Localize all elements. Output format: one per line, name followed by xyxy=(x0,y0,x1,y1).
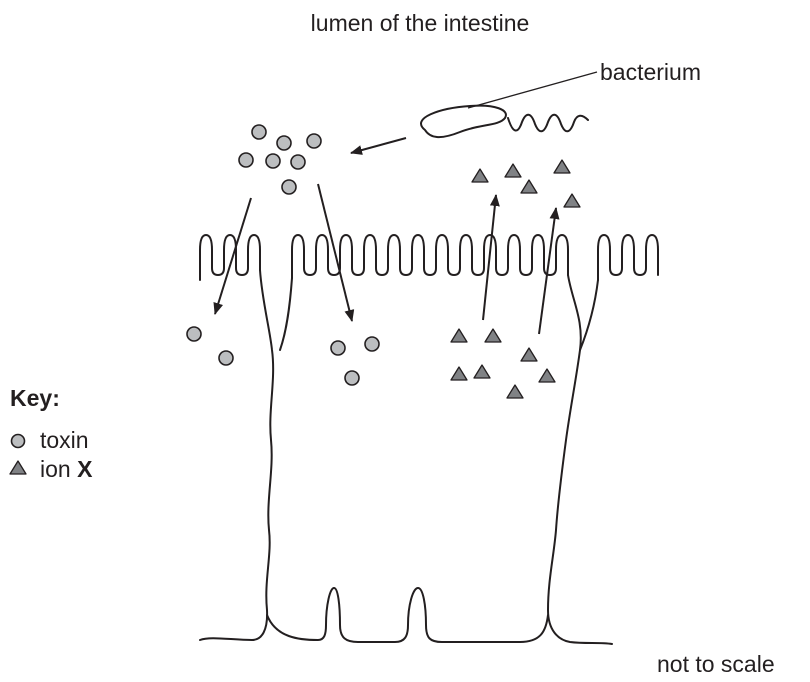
arrow-toxin-into-middle-cell xyxy=(318,184,352,321)
ion xyxy=(474,365,490,378)
microvilli-right xyxy=(598,235,658,280)
bacterium-pointer-line xyxy=(468,72,597,108)
toxin xyxy=(331,341,345,355)
ion xyxy=(539,369,555,382)
microvilli-middle xyxy=(292,235,568,278)
ion xyxy=(554,160,570,173)
arrow-bacterium-to-toxins xyxy=(351,138,406,153)
ion xyxy=(521,180,537,193)
key-toxin-symbol xyxy=(12,435,25,448)
toxin xyxy=(307,134,321,148)
ion xyxy=(472,169,488,182)
right-cell-membrane-branch xyxy=(580,280,598,350)
ion xyxy=(564,194,580,207)
toxin xyxy=(282,180,296,194)
middle-cell-membrane-left xyxy=(280,278,292,350)
arrow-toxin-into-left-cell xyxy=(215,198,251,314)
key-toxin-label: toxin xyxy=(40,427,89,453)
toxin xyxy=(252,125,266,139)
key-title: Key: xyxy=(10,385,60,411)
ion xyxy=(485,329,501,342)
ion xyxy=(451,367,467,380)
ion xyxy=(505,164,521,177)
bacterium xyxy=(421,106,506,137)
toxin xyxy=(345,371,359,385)
bacterium-flagellum xyxy=(508,115,588,132)
toxin xyxy=(291,155,305,169)
ion xyxy=(451,329,467,342)
ion xyxy=(521,348,537,361)
key-ion-symbol xyxy=(10,461,26,474)
key-ion-label-letter: X xyxy=(77,456,93,482)
toxin xyxy=(277,136,291,150)
toxin xyxy=(219,351,233,365)
toxin xyxy=(365,337,379,351)
toxin xyxy=(266,154,280,168)
basal-membrane xyxy=(267,588,548,642)
key-ion-label-prefix: ion xyxy=(40,456,77,482)
ion xyxy=(507,385,523,398)
scale-note: not to scale xyxy=(657,651,775,677)
lumen-label: lumen of the intestine xyxy=(311,10,530,36)
key-ion-label: ion X xyxy=(40,456,93,482)
bacterium-label: bacterium xyxy=(600,59,701,85)
toxin xyxy=(239,153,253,167)
toxin xyxy=(187,327,201,341)
arrow-ion-out-2 xyxy=(539,208,556,334)
right-cell-membrane xyxy=(548,275,612,644)
left-cell-membrane xyxy=(200,270,273,640)
microvilli-left xyxy=(200,235,260,280)
